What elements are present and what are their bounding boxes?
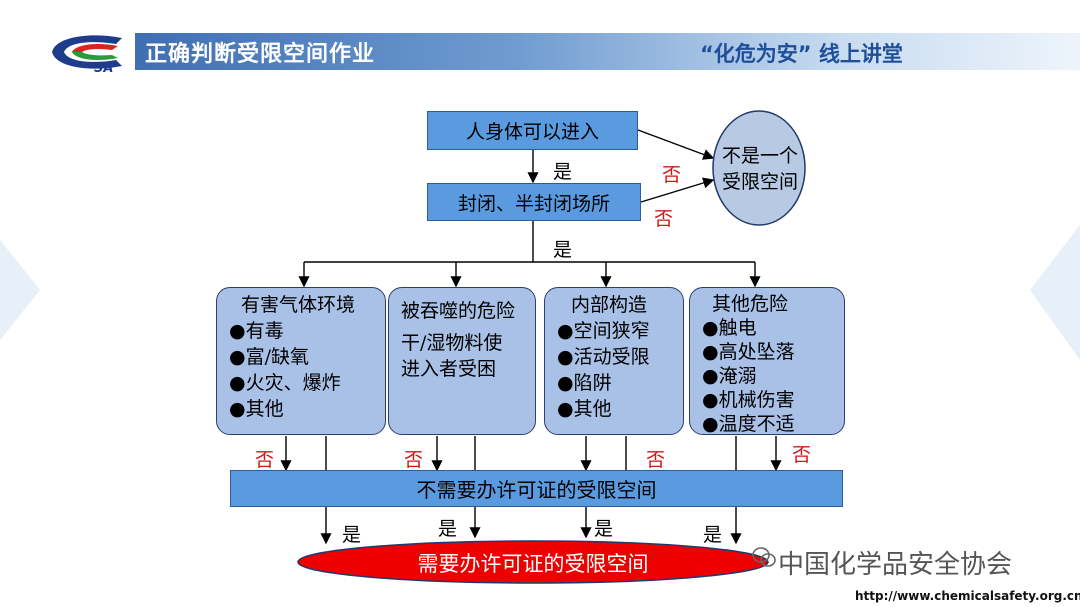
category-title: 其他危险 — [712, 293, 789, 315]
yes-label-3: 是 — [342, 524, 362, 546]
watermark-url: http://www.chemicalsafety.org.cn — [855, 589, 1080, 603]
no-label-5: 否 — [646, 449, 666, 471]
category-item: ●温度不适 — [702, 413, 795, 435]
not-confined-line2: 受限空间 — [721, 171, 798, 193]
no-label-2: 否 — [654, 208, 674, 230]
category-item: 进入者受困 — [401, 358, 497, 380]
yes-label-4: 是 — [438, 518, 458, 540]
yes-label-6: 是 — [703, 524, 723, 546]
category-item: 干/湿物料使 — [401, 332, 503, 354]
yes-label-5: 是 — [594, 518, 614, 540]
no-label-3: 否 — [255, 449, 275, 471]
category-item: ●活动受限 — [557, 346, 650, 368]
category-item: ●有毒 — [229, 320, 284, 342]
page-title: 正确判断受限空间作业 — [145, 42, 376, 67]
question-body-entry-box: 人身体可以进入 — [427, 111, 638, 150]
category-internal-structure: 内部构造 ●空间狭窄 ●活动受限 ●陷阱 ●其他 — [544, 287, 684, 435]
logo-text: SA — [94, 61, 113, 74]
header-bar — [135, 33, 1080, 70]
category-item: ●机械伤害 — [702, 389, 795, 411]
category-item: ●其他 — [557, 398, 612, 420]
csa-logo-icon: SA — [52, 35, 122, 74]
category-item: ●触电 — [702, 317, 757, 339]
yes-label-2: 是 — [553, 239, 573, 261]
wechat-icon — [752, 547, 776, 567]
no-label-4: 否 — [404, 449, 424, 471]
category-other-hazards: 其他危险 ●触电 ●高处坠落 ●淹溺 ●机械伤害 ●温度不适 — [689, 287, 845, 435]
page-subtitle: “化危为安” 线上讲堂 — [700, 42, 903, 66]
yes-label-1: 是 — [553, 161, 573, 183]
category-item: ●其他 — [229, 398, 284, 420]
no-permit-box: 不需要办许可证的受限空间 — [230, 470, 843, 507]
category-item: ●火灾、爆炸 — [229, 372, 341, 394]
category-item: ●高处坠落 — [702, 341, 795, 363]
no-label-6: 否 — [792, 444, 812, 466]
category-item: ●富/缺氧 — [229, 346, 309, 368]
not-confined-line1: 不是一个 — [721, 145, 798, 167]
category-title: 有害气体环境 — [241, 294, 356, 316]
no-label-1: 否 — [662, 164, 682, 186]
question-enclosed-box: 封闭、半封闭场所 — [427, 183, 641, 221]
category-engulfment: 被吞噬的危险 干/湿物料使 进入者受困 — [388, 287, 536, 435]
permit-oval — [297, 540, 769, 584]
category-title: 内部构造 — [571, 294, 648, 316]
watermark-text: 中国化学品安全协会 — [778, 550, 1013, 580]
not-confined-oval — [712, 110, 806, 226]
category-harmful-gas: 有害气体环境 ●有毒 ●富/缺氧 ●火灾、爆炸 ●其他 — [216, 287, 386, 435]
permit-label: 需要办许可证的受限空间 — [417, 552, 649, 576]
category-title: 被吞噬的危险 — [401, 300, 516, 322]
category-item: ●空间狭窄 — [557, 320, 650, 342]
category-item: ●陷阱 — [557, 372, 612, 394]
category-item: ●淹溺 — [702, 365, 757, 387]
